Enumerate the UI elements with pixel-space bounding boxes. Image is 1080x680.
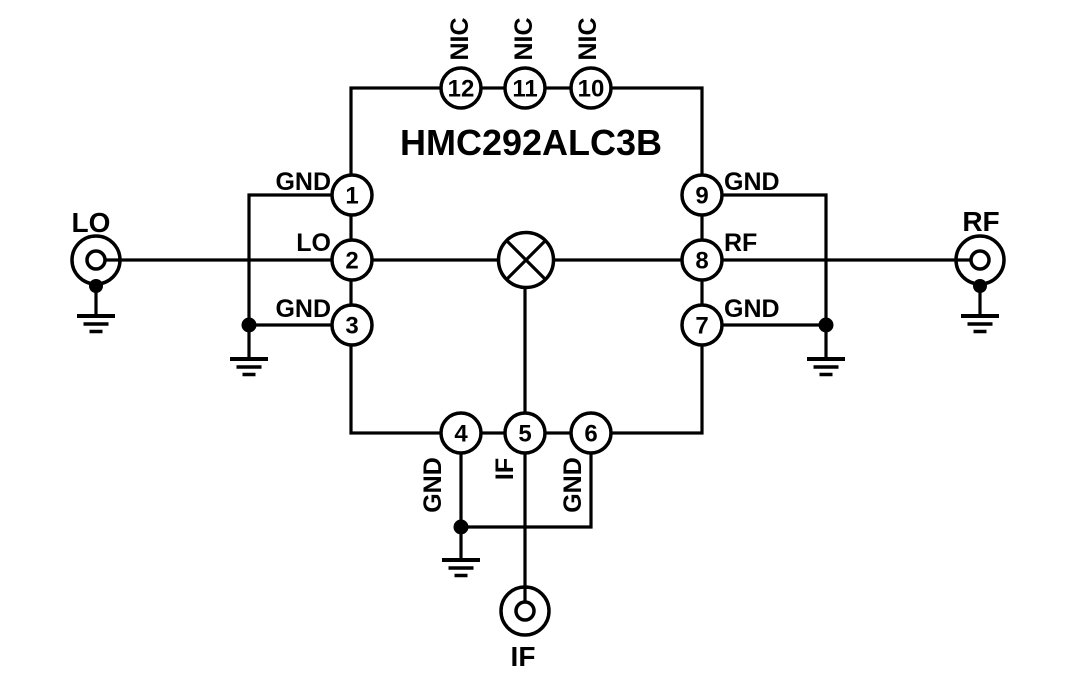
port-labels: LO RF IF: [72, 206, 1000, 672]
bottom-gnd-junction-dot: [453, 519, 469, 535]
pin-labels: GND LO GND GND RF GND NIC NIC NIC GND IF…: [275, 17, 779, 512]
pin-9-label: GND: [724, 168, 780, 196]
pin-3-label: GND: [275, 295, 331, 323]
lo-port-label: LO: [72, 207, 111, 238]
pin-1-circle: [330, 173, 374, 217]
pin-12-label: NIC: [446, 17, 474, 60]
mixer-icon: [496, 230, 556, 290]
rf-port-ground-icon: [959, 314, 1001, 334]
pin-2-circle: [330, 238, 374, 282]
pin-7-circle: [680, 303, 724, 347]
pin-4-number: 4: [454, 421, 468, 448]
pin-9-number: 9: [695, 183, 708, 210]
pin-3-circle: [330, 303, 374, 347]
pin-5-circle: [503, 411, 547, 455]
if-port-label: IF: [511, 641, 536, 672]
left-gnd-junction-dot: [241, 317, 257, 333]
lo-port-center-pin: [85, 249, 107, 271]
pin-2-number: 2: [345, 248, 358, 275]
pin-6-circle: [569, 411, 613, 455]
pin-10-circle: [569, 66, 613, 110]
wire-bottom-gnd-net: [459, 433, 593, 529]
lo-port-ground-icon: [75, 314, 117, 334]
pin-5-label: IF: [491, 458, 519, 480]
pin-3-number: 3: [345, 313, 358, 340]
right-ground-icon: [805, 357, 847, 377]
wires: [94, 86, 982, 611]
pin-12-number: 12: [448, 76, 475, 103]
pin-numbers: 1 2 3 4 5 6 7 8 9 10 11 12: [345, 76, 708, 448]
pin-7-label: GND: [724, 295, 780, 323]
wire-right-gnd-net: [702, 193, 828, 327]
rf-port-label: RF: [962, 206, 999, 237]
wire-left-gnd-net: [247, 193, 352, 327]
pin-4-circle: [439, 411, 483, 455]
pin-11-circle: [503, 66, 547, 110]
pin-1-number: 1: [345, 183, 358, 210]
rf-port-junction-dot: [973, 279, 987, 293]
rf-port-center-pin: [969, 249, 991, 271]
pin-11-number: 11: [512, 76, 537, 103]
pin-8-label: RF: [724, 229, 757, 257]
pin-11-label: NIC: [510, 17, 538, 60]
pin-8-circle: [680, 238, 724, 282]
pin-12-circle: [439, 66, 483, 110]
if-port-center-pin: [514, 600, 536, 622]
chip-title: HMC292ALC3B: [400, 122, 662, 163]
pin-10-number: 10: [578, 76, 605, 103]
pin-4-label: GND: [419, 457, 447, 513]
junction-dots: [89, 279, 987, 535]
pin-10-label: NIC: [574, 17, 602, 60]
lo-port-junction-dot: [89, 279, 103, 293]
right-gnd-junction-dot: [818, 317, 834, 333]
pin-5-number: 5: [518, 421, 531, 448]
bottom-ground-icon: [440, 558, 482, 578]
pin-7-number: 7: [695, 313, 708, 340]
pin-8-number: 8: [695, 248, 708, 275]
pin-6-number: 6: [584, 421, 597, 448]
left-ground-icon: [228, 357, 270, 377]
pin-9-circle: [680, 173, 724, 217]
pin-6-label: GND: [559, 457, 587, 513]
pin-2-label: LO: [296, 229, 331, 257]
pin-1-label: GND: [275, 168, 331, 196]
pin-circles: [330, 66, 724, 455]
